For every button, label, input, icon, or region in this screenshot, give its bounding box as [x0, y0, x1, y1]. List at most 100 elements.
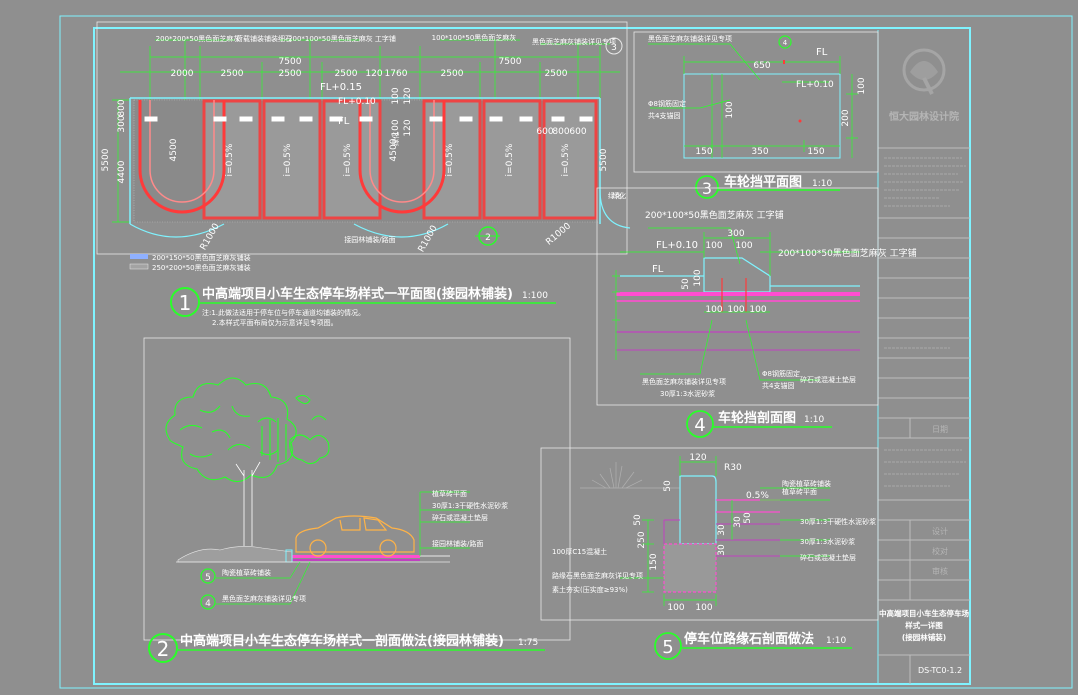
plan-small-dim-1: 600	[536, 127, 553, 137]
field-review-label: 审核	[932, 566, 948, 576]
section-marker-a: 5	[205, 573, 211, 583]
curb-bottom-dim-2: 100	[695, 603, 712, 613]
plan-dim-4: 2500	[335, 69, 358, 79]
title-block-notes	[884, 157, 966, 487]
wheel-sec-label-5: 碎石或混凝土垫层	[800, 375, 856, 384]
curb-right-label-1: 陶瓷植草砖铺装	[782, 479, 831, 488]
tree-icon	[165, 377, 330, 483]
plan-left-dim-4: 5500	[101, 148, 111, 171]
plan-small-dim-2: 800	[552, 127, 569, 137]
plan-dim-mid-4: 120	[403, 119, 413, 136]
plan-dim-mid-2: 120	[403, 87, 413, 104]
company-name: 恒大园林设计院	[889, 110, 959, 123]
plan-dim-mid-1: 100	[391, 87, 401, 104]
plan-top-label-3: 200*100*50黑色面芝麻灰 工字铺	[288, 34, 396, 43]
plan-dim-6: 1760	[385, 69, 408, 79]
section-view: 植草砖平面 30厚1:3干硬性水泥砂浆 碎石或混凝土垫层 接园林铺装/路面 5 …	[143, 337, 571, 663]
curb-right-label-4: 30厚1:3水泥砂浆	[800, 537, 855, 546]
curb-title-number: 5	[662, 637, 673, 658]
curb-right-label-3: 30厚1:3干硬性水泥砂浆	[800, 517, 876, 526]
curb-left-dim-4: 50	[633, 514, 643, 526]
wheel-plan-title-number-circle	[695, 175, 719, 199]
plan-fl-3: FL	[338, 116, 350, 127]
plan-dim-1: 2000	[171, 69, 194, 79]
wheel-plan-marker: 4	[783, 39, 788, 47]
curb-right-dim-4: 30	[717, 544, 727, 556]
wheel-sec-side-note: 绿化	[612, 191, 626, 200]
plan-inner-dim-1: 4500	[169, 138, 179, 161]
plan-right-dim: 5500	[599, 148, 609, 171]
curb-right-dim-2: 50	[743, 512, 753, 524]
field-date-label: 日期	[932, 425, 948, 434]
section-label-a: 陶瓷植草砖铺装	[222, 568, 271, 577]
section-marker-b-circle	[200, 594, 216, 610]
curb-top-dim-2: R30	[724, 463, 742, 473]
curb-title-number-circle	[654, 632, 682, 660]
plan-bottom-label: 接园林铺装/路面	[344, 235, 395, 244]
wheel-sec-label-1: 黑色面芝麻灰铺装详见专项	[642, 377, 726, 386]
plan-fl-2: FL+0.10	[338, 97, 376, 107]
plan-radius-1: R1000	[199, 222, 222, 252]
wheel-sec-label-4: 共4支锚固	[762, 381, 794, 390]
wheel-sec-label-3: Φ8钢筋固定	[762, 369, 800, 378]
plan-side-note-mid: 绿化	[391, 132, 400, 146]
section-label-4: 接园林铺装/路面	[432, 539, 483, 548]
wheel-stop-section: 200*100*50黑色面芝麻灰 工字铺 200*100*50黑色面芝麻灰 工字…	[596, 187, 917, 438]
curb-left-dim-2: 250	[637, 531, 647, 548]
wheel-plan-dim-2: 100	[725, 101, 735, 118]
plan-top-label-4: 100*100*50黑色面芝麻灰	[432, 33, 517, 42]
section-scale: 1:75	[518, 638, 538, 648]
sheet-number: DS-TC0-1.2	[918, 666, 962, 675]
wheel-plan-left-label-2: 共4支锚固	[648, 111, 680, 120]
wheel-sec-bottom-dim-3: 100	[749, 305, 766, 315]
plan-small-dim-3: 600	[569, 127, 586, 137]
plan-title-number-circle	[170, 287, 200, 317]
plan-view: 200*200*50黑色面芝麻灰 荷载铺装铺装细石 200*100*50黑色面芝…	[96, 21, 631, 327]
drawing-name-line3: (接园林铺装)	[902, 632, 946, 642]
section-label-b: 黑色面芝麻灰铺装详见专项	[222, 594, 306, 603]
section-marker-2-label: 2	[485, 233, 491, 243]
legend-swatch-2	[129, 263, 149, 270]
wheel-plan-scale: 1:10	[812, 179, 832, 189]
wheel-sec-title: 车轮挡剖面图	[718, 410, 796, 426]
plan-slope-4: i=0.5%	[445, 143, 455, 176]
wheel-plan-fl-1: FL	[816, 47, 828, 58]
plan-slope-3: i=0.5%	[343, 143, 353, 176]
wheel-sec-title-number-circle	[686, 410, 714, 438]
wheel-sec-left-dim-2: 50	[681, 278, 691, 290]
wheel-stop-plan: 黑色面芝麻灰铺装详见专项 4 FL FL+0.10 650 100 200 10…	[633, 31, 879, 199]
wheel-sec-label-2: 30厚1:3水泥砂浆	[660, 389, 715, 398]
plan-note-1: 注:1.此做法适用于停车位与停车通道均铺装的情况。	[202, 308, 365, 317]
section-marker-b: 4	[205, 599, 211, 609]
section-title-number: 2	[157, 637, 170, 661]
curb-bottom-dim-1: 100	[667, 603, 684, 613]
section-title: 中高端项目小车生态停车场样式一剖面做法(接园林铺装)	[180, 633, 504, 649]
wheel-plan-dim-5: 150	[695, 147, 712, 157]
plan-dim-8: 2500	[545, 69, 568, 79]
plan-slope-6: i=0.5%	[561, 143, 571, 176]
wheel-sec-scale: 1:10	[804, 415, 824, 425]
plan-left-dim-1: 800	[117, 99, 127, 116]
plan-radius-3: R1000	[544, 221, 573, 248]
plan-top-label-1: 200*200*50黑色面芝麻灰	[156, 34, 241, 43]
wheel-sec-title-number: 4	[694, 415, 705, 436]
plan-radius-2: R1000	[417, 224, 440, 254]
wheel-plan-dim-6: 350	[751, 147, 768, 157]
section-label-3: 碎石或混凝土垫层	[432, 513, 488, 522]
marker-3-circle	[605, 37, 623, 55]
plan-fl-1: FL+0.15	[320, 82, 362, 93]
wheel-plan-left-label-1: Φ8钢筋固定	[648, 99, 686, 108]
curb-left-label-1: 100厚C15混凝土	[552, 547, 607, 556]
plan-dim-mid-3: 100	[391, 119, 401, 136]
plan-dim-5: 120	[365, 69, 382, 79]
curb-left-dim-3: 150	[649, 553, 659, 570]
curb-right-label-2: 植草砖平面	[782, 487, 817, 496]
legend-item-2: 250*200*50黑色面芝麻灰铺装	[152, 263, 251, 272]
legend-swatch-1	[130, 254, 148, 259]
wheel-sec-dim-top-2: 100	[705, 241, 722, 251]
plan-dim-total-1: 7500	[279, 57, 302, 67]
curb-slope: 0.5%	[746, 491, 769, 501]
curb-section: 120 R30 0.5% 陶瓷植草砖铺装 植草砖平面 30厚1:3干硬性水泥砂浆…	[540, 447, 879, 660]
wheel-plan-marker-circle	[778, 35, 792, 49]
